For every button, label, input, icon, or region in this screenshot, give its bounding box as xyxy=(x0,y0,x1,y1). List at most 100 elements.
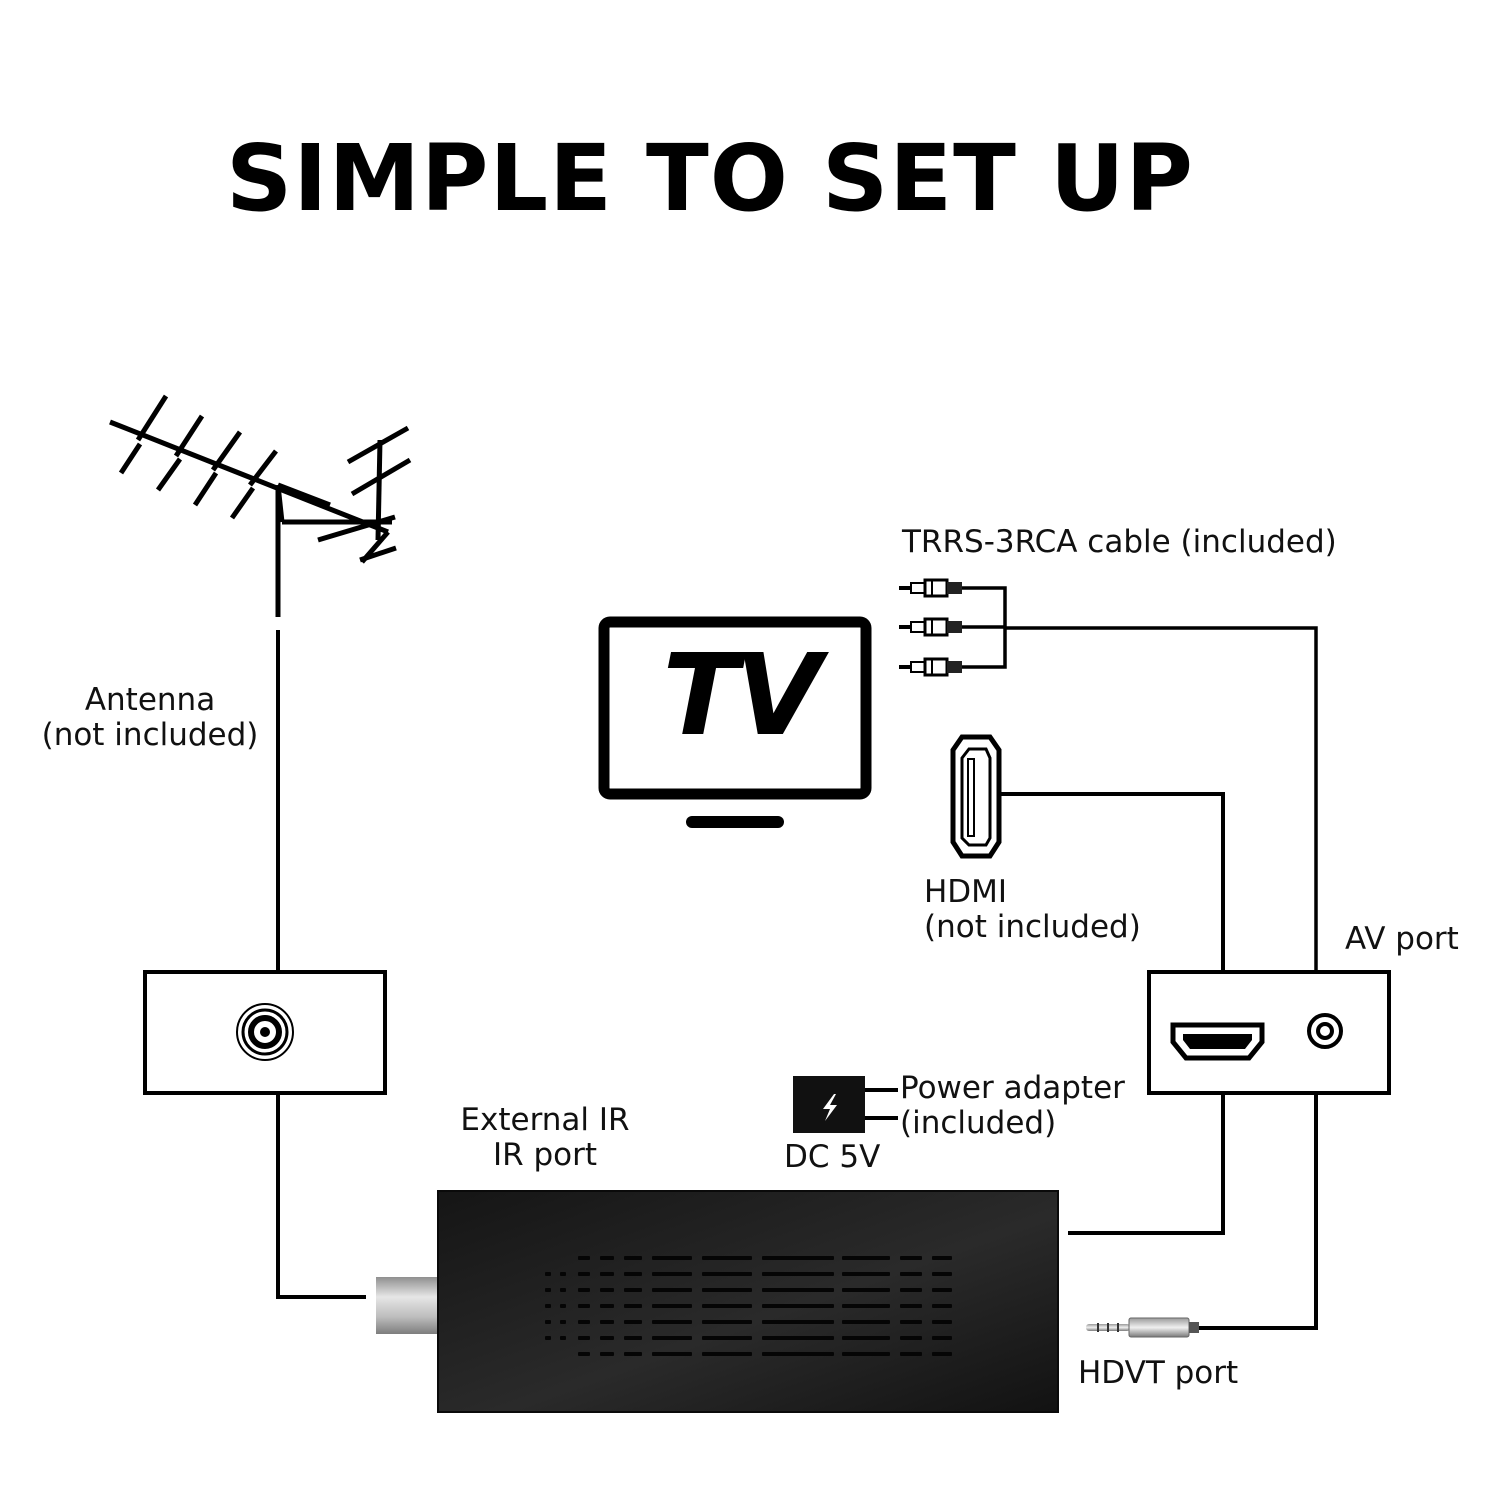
vent-slot xyxy=(932,1272,952,1276)
vent-slot xyxy=(842,1352,890,1356)
vent-slot xyxy=(762,1272,834,1276)
power-adapter-label-line2: (included) xyxy=(900,1105,1057,1141)
vent-slot xyxy=(560,1336,566,1340)
vent-slot xyxy=(600,1288,614,1292)
vent-slot xyxy=(600,1272,614,1276)
power-adapter-icon xyxy=(793,1076,865,1133)
vent-slot xyxy=(702,1288,752,1292)
port-box xyxy=(1147,970,1391,1095)
vent-slot xyxy=(545,1336,551,1340)
dc-5v-label: DC 5V xyxy=(784,1139,881,1175)
vent-slot xyxy=(842,1272,890,1276)
vent-slot xyxy=(624,1272,642,1276)
vent-slot xyxy=(560,1304,566,1308)
vent-slot xyxy=(762,1304,834,1308)
vent-slot xyxy=(652,1256,692,1260)
antenna-label-line2: (not included) xyxy=(41,717,259,753)
vent-slot xyxy=(842,1304,890,1308)
vent-slot xyxy=(702,1352,752,1356)
vent-slot xyxy=(762,1256,834,1260)
hdmi-connector-icon xyxy=(950,734,1002,859)
av-port-label: AV port xyxy=(1345,921,1459,957)
vent-slot xyxy=(900,1336,922,1340)
hdmi-port-icon xyxy=(1170,1022,1265,1061)
vent-slot xyxy=(702,1256,752,1260)
vent-slot xyxy=(624,1256,642,1260)
vent-slot xyxy=(600,1352,614,1356)
vent-slot xyxy=(578,1256,590,1260)
vent-slot xyxy=(624,1352,642,1356)
av-port-icon xyxy=(1307,1013,1343,1049)
vent-slot xyxy=(652,1320,692,1324)
vent-slot xyxy=(652,1336,692,1340)
rca-cable-wires xyxy=(962,586,1318,972)
lightning-bolt-icon xyxy=(823,1094,837,1121)
vent-slot xyxy=(600,1304,614,1308)
antenna-socket-box xyxy=(143,970,387,1095)
rca-plugs xyxy=(899,578,962,677)
rf-connector xyxy=(376,1277,438,1334)
vent-slot xyxy=(560,1288,566,1292)
vent-slot xyxy=(762,1320,834,1324)
vent-slot xyxy=(652,1304,692,1308)
vent-slot xyxy=(900,1256,922,1260)
vent-slot xyxy=(932,1256,952,1260)
vent-slot xyxy=(560,1320,566,1324)
device-vent-slots xyxy=(545,1256,952,1356)
vent-slot xyxy=(762,1288,834,1292)
vent-slot xyxy=(624,1288,642,1292)
vent-slot xyxy=(702,1304,752,1308)
vent-slot xyxy=(652,1352,692,1356)
vent-slot xyxy=(900,1320,922,1324)
vent-slot xyxy=(932,1320,952,1324)
vent-slot xyxy=(762,1352,834,1356)
vent-slot xyxy=(624,1304,642,1308)
vent-slot xyxy=(578,1352,590,1356)
tv-icon xyxy=(598,616,872,828)
vent-slot xyxy=(652,1288,692,1292)
tv-screen-text: TV xyxy=(662,631,821,761)
tv-stick-device xyxy=(376,1190,1059,1413)
vent-slot xyxy=(560,1272,566,1276)
vent-slot xyxy=(578,1272,590,1276)
vent-slot xyxy=(842,1288,890,1292)
vent-slot xyxy=(702,1336,752,1340)
vent-slot xyxy=(900,1288,922,1292)
external-ir-label: External IR IR port xyxy=(420,1103,670,1173)
hdvt-port-label: HDVT port xyxy=(1078,1355,1239,1391)
rca-plug-icon xyxy=(899,578,962,598)
vent-slot xyxy=(842,1256,890,1260)
rca-plug-icon xyxy=(899,617,962,637)
vent-slot xyxy=(932,1288,952,1292)
vent-slot xyxy=(842,1320,890,1324)
hdmi-label-line2: (not included) xyxy=(924,909,1141,945)
vent-slot xyxy=(842,1336,890,1340)
antenna-label-line1: Antenna xyxy=(84,682,216,718)
vent-slot xyxy=(762,1336,834,1340)
vent-slot xyxy=(578,1288,590,1292)
vent-slot xyxy=(932,1336,952,1340)
external-ir-label-line2: IR port xyxy=(492,1137,598,1173)
device-body xyxy=(437,1190,1059,1413)
vent-slot xyxy=(578,1320,590,1324)
power-adapter-label-line1: Power adapter xyxy=(900,1070,1125,1106)
vent-slot xyxy=(932,1304,952,1308)
vent-slot xyxy=(600,1336,614,1340)
external-ir-label-line1: External IR xyxy=(460,1102,630,1138)
vent-slot xyxy=(900,1272,922,1276)
vent-slot xyxy=(932,1352,952,1356)
vent-slot xyxy=(702,1272,752,1276)
antenna-cable xyxy=(276,630,366,1299)
vent-slot xyxy=(624,1336,642,1340)
power-adapter-label: Power adapter (included) xyxy=(900,1071,1125,1141)
vent-slot xyxy=(545,1304,551,1308)
vent-slot xyxy=(545,1320,551,1324)
device-cables xyxy=(865,1088,1318,1330)
vent-slot xyxy=(578,1304,590,1308)
vent-slot xyxy=(545,1272,551,1276)
vent-slot xyxy=(702,1320,752,1324)
vent-slot xyxy=(900,1304,922,1308)
antenna-label: Antenna (not included) xyxy=(20,683,280,753)
yagi-antenna-icon xyxy=(109,394,412,617)
